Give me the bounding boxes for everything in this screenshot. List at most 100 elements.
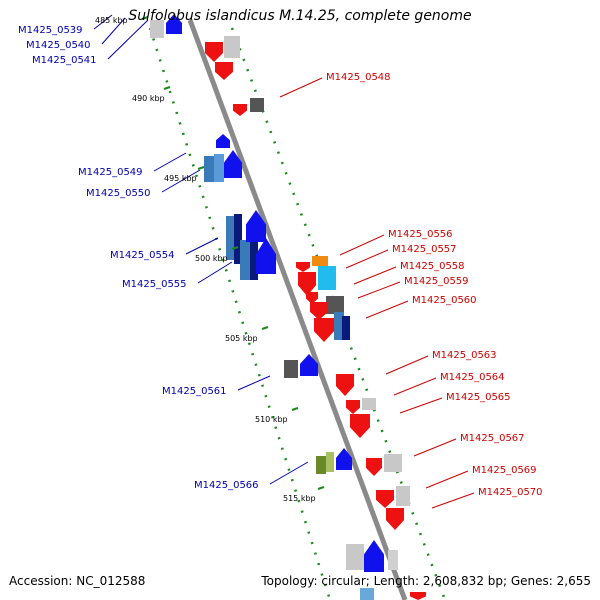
right-gene-label: M1425_0560 (412, 295, 477, 306)
accession-text: Accession: NC_012588 (9, 574, 146, 588)
left-leader-line (269, 461, 309, 485)
right-gene-label: M1425_0559 (404, 276, 469, 287)
label-leader-lines (93, 14, 475, 509)
left-leader-line (197, 261, 233, 284)
right-gene-label: M1425_0565 (446, 392, 511, 403)
gene-arrow-plus (364, 540, 384, 572)
right-gene-label: M1425_0563 (432, 350, 497, 361)
right-leader-line (353, 266, 397, 285)
gene-box (150, 20, 164, 38)
right-leader-line (425, 470, 469, 489)
gene-arrow-minus (310, 302, 328, 320)
gene-box (384, 454, 402, 472)
gene-arrow-minus (386, 508, 404, 530)
left-gene-label: M1425_0540 (26, 40, 91, 51)
left-leader-line (161, 169, 201, 193)
gene-box (312, 256, 328, 266)
right-leader-line (431, 492, 475, 509)
gene-box (240, 240, 252, 280)
gene-box (250, 236, 258, 280)
gene-arrow-minus (205, 42, 223, 62)
left-gene-label: M1425_0555 (122, 279, 187, 290)
right-gene-label: M1425_0564 (440, 372, 505, 383)
left-gene-labels: M1425_0539M1425_0540M1425_0541M1425_0549… (18, 25, 259, 491)
gene-arrow-plus (216, 134, 230, 148)
kbp-tick-label: 490 kbp (132, 94, 165, 103)
right-leader-line (365, 300, 409, 319)
gene-arrow-minus (336, 374, 354, 396)
kbp-tick-label: 515 kbp (283, 494, 316, 503)
gene-features (150, 14, 426, 600)
right-gene-label: M1425_0556 (388, 229, 453, 240)
right-gene-label: M1425_0570 (478, 487, 543, 498)
right-leader-line (339, 234, 385, 256)
gene-box (234, 214, 242, 264)
gene-arrow-minus (410, 592, 426, 600)
gene-arrow-minus (366, 458, 382, 476)
gene-arrow-plus (224, 150, 242, 178)
gene-arrow-plus (246, 210, 266, 242)
gene-arrow-minus (346, 400, 360, 414)
right-leader-line (393, 377, 437, 396)
right-gene-label: M1425_0557 (392, 244, 457, 255)
gene-box (318, 266, 336, 290)
gene-arrow-plus (166, 14, 182, 34)
kbp-tick-label: 505 kbp (225, 334, 258, 343)
left-gene-label: M1425_0539 (18, 25, 83, 36)
ruler-dotted-lines (148, 27, 447, 600)
right-gene-label: M1425_0567 (460, 433, 525, 444)
right-leader-line (399, 397, 443, 414)
kbp-tick-label: 495 kbp (164, 174, 197, 183)
gene-box (362, 398, 376, 410)
left-leader-line (101, 17, 126, 45)
kbp-tick-mark (163, 86, 171, 90)
right-gene-labels: M1425_0548M1425_0556M1425_0557M1425_0558… (326, 72, 543, 498)
gene-box (396, 486, 410, 506)
gene-arrow-plus (256, 238, 276, 274)
gene-arrow-minus (298, 272, 316, 296)
gene-box (326, 296, 344, 314)
gene-arrow-minus (233, 104, 247, 116)
gene-arrow-minus (296, 262, 310, 272)
kbp-tick-mark (291, 407, 299, 411)
gene-box (388, 550, 398, 570)
left-leader-line (185, 237, 219, 255)
kbp-tick-label: 500 kbp (195, 254, 228, 263)
gene-box (346, 544, 364, 570)
gene-arrow-minus (306, 292, 318, 304)
right-leader-line (357, 281, 401, 299)
left-gene-label: M1425_0541 (32, 55, 97, 66)
left-gene-label: M1425_0561 (162, 386, 227, 397)
genome-backbone (187, 19, 408, 600)
kbp-tick-label: 485 kbp (95, 16, 128, 25)
right-leader-line (279, 77, 323, 98)
gene-box (342, 316, 350, 340)
ruler-dotted-line (148, 27, 332, 600)
kbp-tick-mark (197, 166, 205, 170)
right-leader-line (345, 249, 389, 269)
gene-arrow-minus (350, 414, 370, 438)
left-gene-label: M1425_0549 (78, 167, 143, 178)
gene-box (316, 456, 326, 474)
genome-title: Sulfolobus islandicus M.14.25, complete … (128, 8, 472, 24)
left-leader-line (237, 375, 271, 391)
gene-arrow-minus (314, 318, 334, 342)
gene-arrow-minus (376, 490, 394, 508)
kbp-tick-label: 510 kbp (255, 415, 288, 424)
gene-arrow-minus (215, 62, 233, 80)
gene-box (360, 588, 374, 600)
kbp-tick-mark (231, 246, 239, 250)
left-leader-line (93, 14, 113, 30)
left-gene-label: M1425_0566 (194, 480, 259, 491)
right-gene-label: M1425_0548 (326, 72, 391, 83)
right-gene-label: M1425_0558 (400, 261, 465, 272)
kbp-tick-mark (261, 326, 269, 330)
gene-box (326, 452, 334, 472)
gene-box (284, 360, 298, 378)
left-gene-label: M1425_0554 (110, 250, 175, 261)
kbp-ticks: 485 kbp 490 kbp 495 kbp 500 kbp 505 kbp 510 k… (95, 16, 325, 503)
right-leader-line (413, 438, 457, 457)
gene-box (250, 98, 264, 112)
genome-summary-text: Topology: circular; Length: 2,608,832 bp… (261, 574, 591, 588)
